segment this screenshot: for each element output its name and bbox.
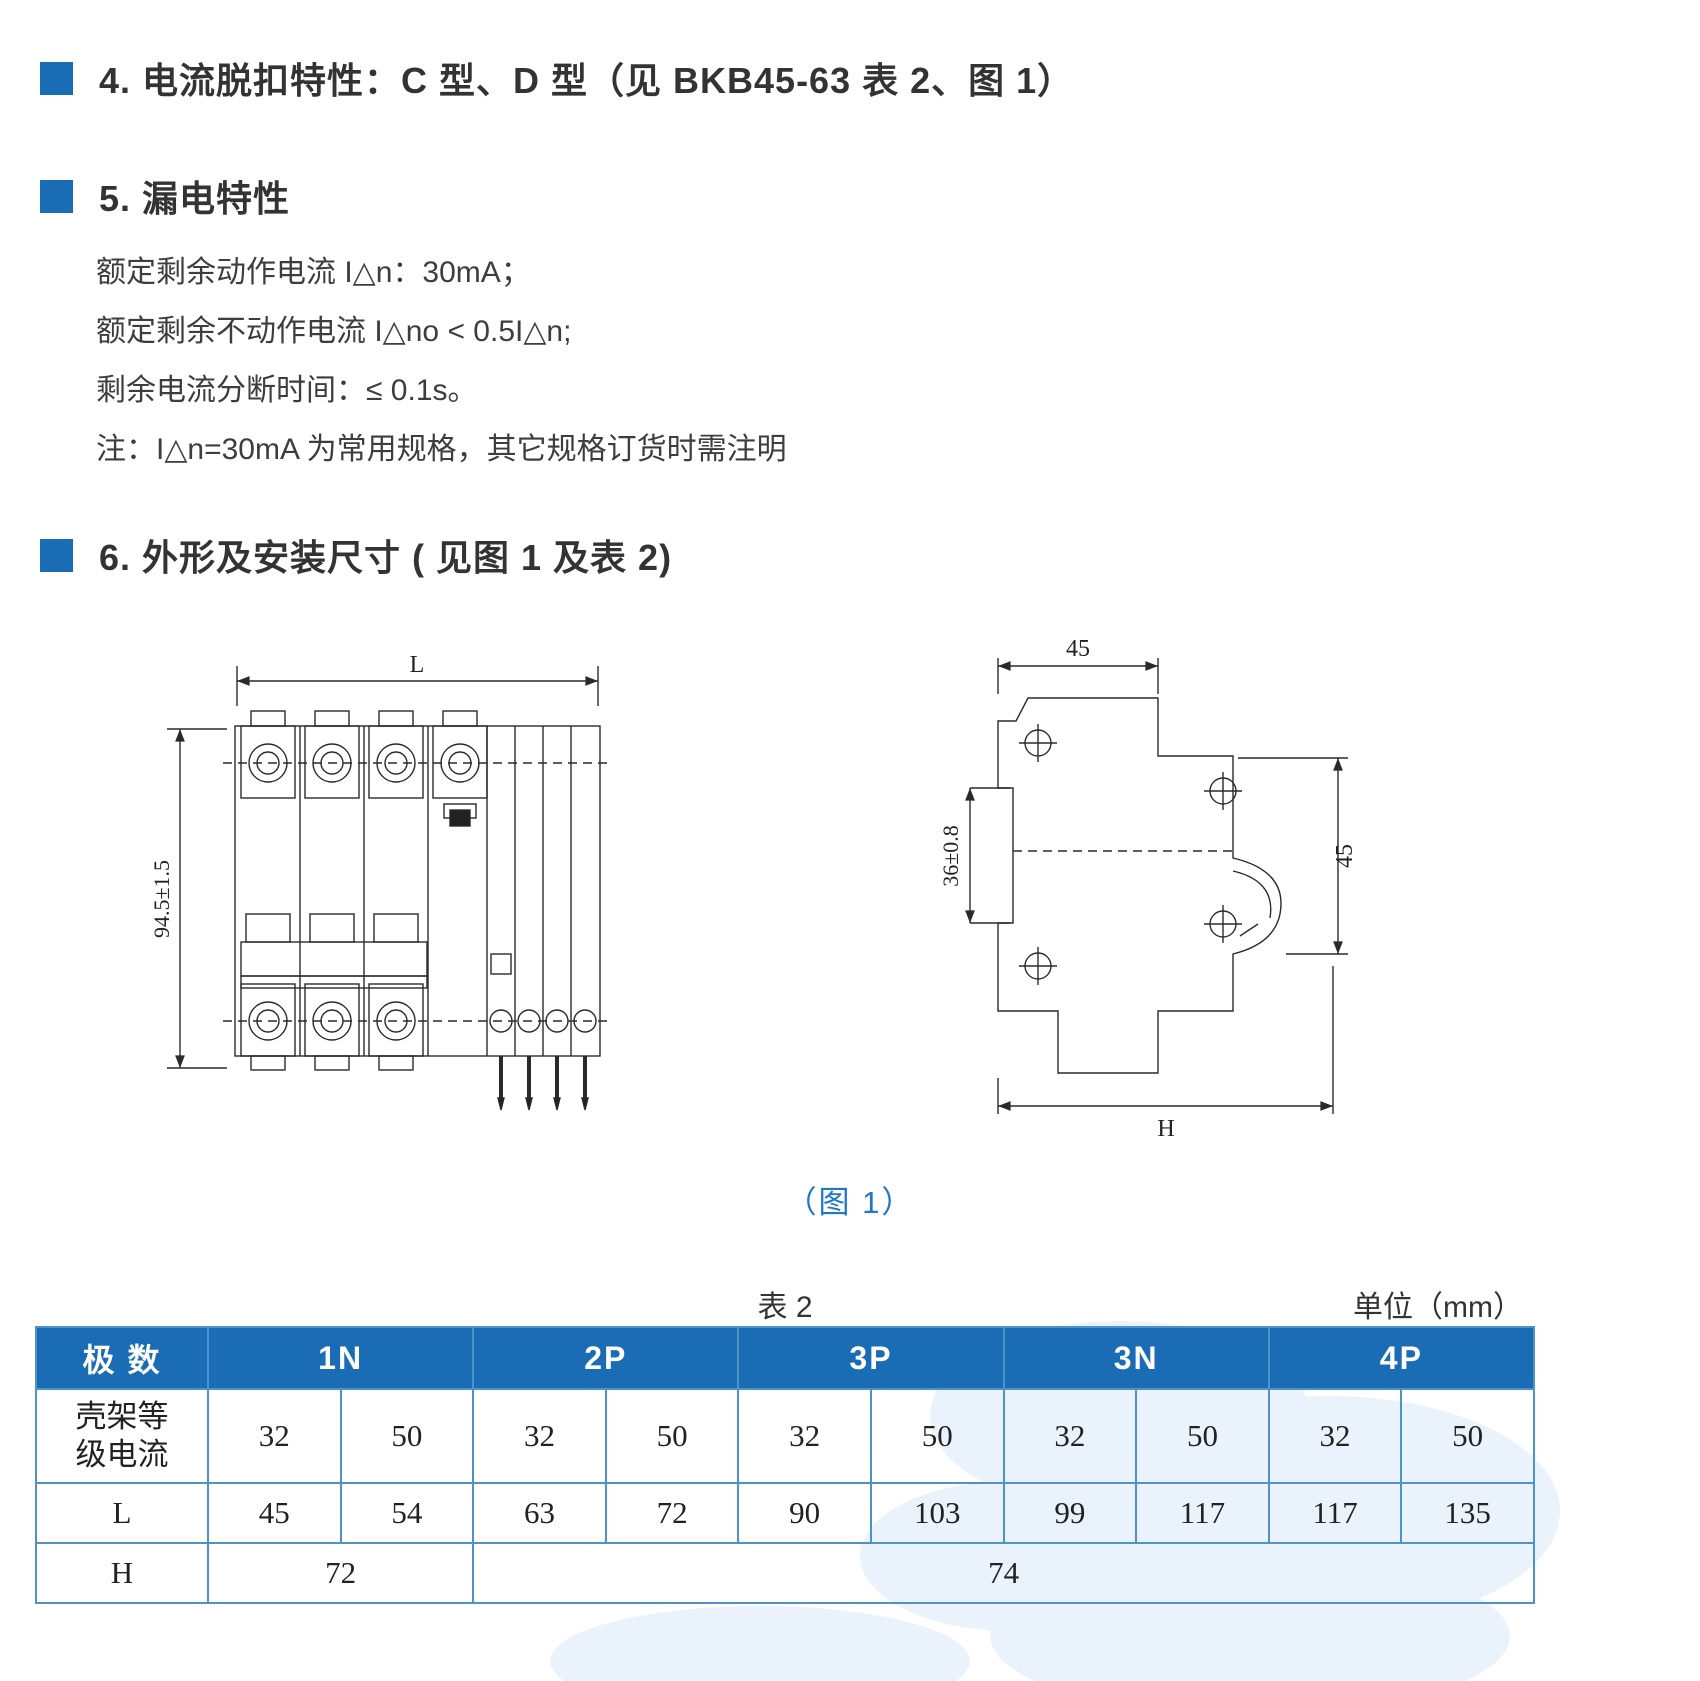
- dim-label-height: 94.5±1.5: [149, 860, 174, 938]
- table-cell: 50: [1400, 1388, 1535, 1484]
- section-bullet-icon: [40, 538, 73, 572]
- table-header-1n: 1N: [206, 1326, 475, 1390]
- table-cell: 72: [604, 1482, 740, 1544]
- dimension-width-L: [236, 666, 599, 706]
- leakage-line-3: 剩余电流分断时间：≤ 0.1s。: [96, 374, 478, 407]
- table-title: 表 2: [757, 1291, 813, 1324]
- table-cell: 117: [1135, 1482, 1270, 1544]
- dim-label-H: H: [1157, 1116, 1174, 1142]
- section-6-title: 6. 外形及安装尺寸 ( 见图 1 及表 2): [99, 537, 673, 578]
- table-cell: 117: [1267, 1482, 1403, 1544]
- table-unit-label: 单位（mm）: [1353, 1291, 1523, 1324]
- section-4-title: 4. 电流脱扣特性：C 型、D 型（见 BKB45-63 表 2、图 1）: [99, 60, 1075, 101]
- dimensions-table: 极 数 1N 2P 3P 3N 4P 壳架等 级电流 32 50 32 50 3…: [35, 1326, 1536, 1604]
- table-cell: 50: [1135, 1388, 1270, 1484]
- section-bullet-icon: [40, 61, 73, 95]
- table-row-L: L 45 54 63 72 90 103 99 117 117 135: [35, 1482, 1535, 1544]
- dimension-height: [167, 728, 227, 1069]
- table-cell: 50: [869, 1388, 1005, 1484]
- table-header-pole-count: 极 数: [35, 1326, 209, 1390]
- table-header-3p: 3P: [737, 1326, 1005, 1390]
- leakage-spec-text: 额定剩余动作电流 I△n：30mA； 额定剩余不动作电流 I△no < 0.5I…: [96, 256, 1700, 467]
- table-cell: 32: [737, 1388, 872, 1484]
- dimension-right-45: [1238, 757, 1348, 955]
- row-label-H: H: [35, 1542, 209, 1604]
- dimension-bottom-H: [997, 966, 1334, 1114]
- table-cell: 74: [472, 1542, 1535, 1604]
- front-view-drawing: L 94.5±1.5: [149, 652, 612, 1111]
- table-cell: 99: [1002, 1482, 1138, 1544]
- table-row-frame-current: 壳架等 级电流 32 50 32 50 32 50 32 50 32 50: [35, 1388, 1535, 1484]
- table-header-4p: 4P: [1267, 1326, 1536, 1390]
- table-cell: 50: [604, 1388, 740, 1484]
- table-cell: 32: [1267, 1388, 1403, 1484]
- dimension-left-36: [965, 787, 1010, 924]
- leakage-line-1: 额定剩余动作电流 I△n：30mA；: [96, 256, 531, 289]
- breaker-front-body: [223, 710, 612, 1111]
- table-header-2p: 2P: [472, 1326, 740, 1390]
- row-label-frame-current: 壳架等 级电流: [35, 1388, 209, 1484]
- table-row-H: H 72 74: [35, 1542, 1535, 1604]
- table-meta-row: 表 2 单位（mm）: [35, 1282, 1535, 1326]
- figure-1: L 94.5±1.5: [0, 581, 1700, 1161]
- dim-label-right-45: 45: [1332, 844, 1358, 868]
- dim-label-left-36: 36±0.8: [938, 825, 963, 887]
- table-cell: 54: [339, 1482, 475, 1544]
- table-cell: 135: [1400, 1482, 1535, 1544]
- table-cell: 63: [472, 1482, 607, 1544]
- table-cell: 103: [869, 1482, 1005, 1544]
- breaker-side-profile: [997, 697, 1282, 1074]
- table-cell: 90: [737, 1482, 872, 1544]
- section-5-heading: 5. 漏电特性: [40, 170, 1700, 222]
- table-cell: 45: [207, 1482, 342, 1544]
- table-cell: 32: [1002, 1388, 1138, 1484]
- table-header-3n: 3N: [1002, 1326, 1270, 1390]
- section-5-title: 5. 漏电特性: [99, 178, 291, 219]
- dim-label-top-45: 45: [1066, 636, 1090, 662]
- figure-caption: （图 1）: [785, 1185, 915, 1220]
- table-cell: 72: [206, 1542, 475, 1604]
- dim-label-L: L: [410, 652, 425, 678]
- section-6-heading: 6. 外形及安装尺寸 ( 见图 1 及表 2): [40, 529, 1700, 581]
- section-4-heading: 4. 电流脱扣特性：C 型、D 型（见 BKB45-63 表 2、图 1）: [40, 52, 1700, 104]
- row-label-L: L: [35, 1482, 209, 1544]
- table-header-row: 极 数 1N 2P 3P 3N 4P: [35, 1326, 1536, 1390]
- section-bullet-icon: [40, 179, 73, 213]
- dimension-top-45: [997, 658, 1159, 694]
- table-cell: 50: [339, 1388, 475, 1484]
- table-cell: 32: [472, 1388, 607, 1484]
- leakage-line-2: 额定剩余不动作电流 I△no < 0.5I△n;: [96, 315, 572, 348]
- leakage-line-4: 注：I△n=30mA 为常用规格，其它规格订货时需注明: [96, 433, 787, 466]
- side-view-drawing: 45 36±0.8 45 H: [938, 636, 1358, 1142]
- table-cell: 32: [207, 1388, 342, 1484]
